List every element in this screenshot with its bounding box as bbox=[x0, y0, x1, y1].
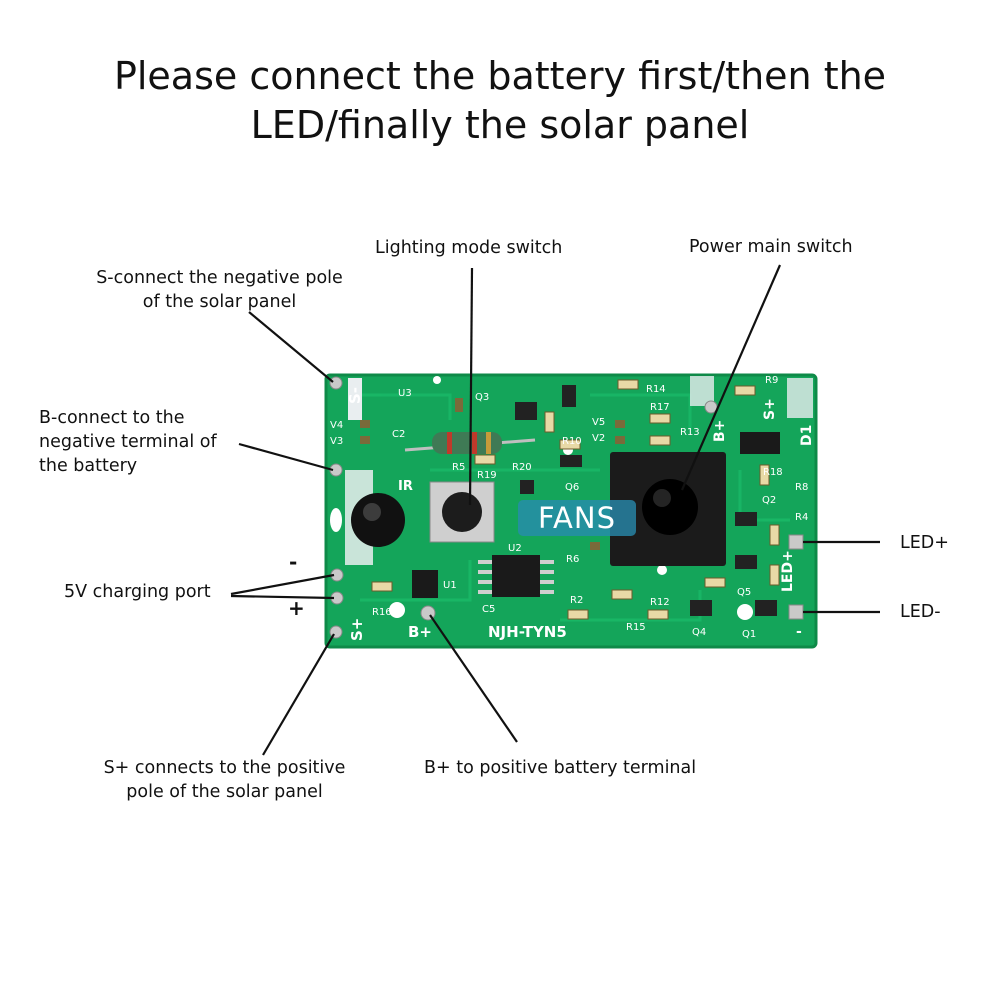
svg-text:R8: R8 bbox=[795, 482, 808, 493]
callout-lines bbox=[230, 264, 880, 756]
label-b-minus-line-3: the battery bbox=[39, 456, 138, 476]
label-s-minus-line-2: of the solar panel bbox=[142, 292, 297, 312]
label-power-main-switch: Power main switch bbox=[689, 237, 853, 257]
silk-ir: IR bbox=[398, 479, 413, 494]
callout-lighting-mode bbox=[468, 267, 474, 506]
silk-s-plus-left: S+ bbox=[348, 618, 366, 641]
svg-text:U1: U1 bbox=[443, 580, 457, 591]
page-title: Please connect the battery first/then th… bbox=[0, 52, 1000, 150]
silk-s-plus-top: S+ bbox=[762, 398, 778, 420]
silk-d1: D1 bbox=[799, 425, 815, 446]
label-s-minus-line-1: S-connect the negative pole bbox=[96, 268, 343, 288]
pad-led-plus bbox=[788, 534, 804, 550]
svg-text:V2: V2 bbox=[592, 433, 605, 444]
svg-text:R15: R15 bbox=[626, 622, 646, 633]
callout-charge-minus bbox=[230, 573, 335, 596]
power-main-switch bbox=[610, 452, 726, 566]
label-b-plus: B+ to positive battery terminal bbox=[424, 758, 697, 778]
svg-text:R5: R5 bbox=[452, 462, 465, 473]
lighting-mode-switch bbox=[429, 481, 495, 543]
svg-text:R16: R16 bbox=[372, 607, 392, 618]
svg-text:R12: R12 bbox=[650, 597, 670, 608]
label-b-minus-line-1: B-connect to the bbox=[39, 408, 185, 428]
svg-text:R10: R10 bbox=[562, 436, 582, 447]
svg-text:U3: U3 bbox=[398, 388, 412, 399]
label-s-plus-line-1: S+ connects to the positive bbox=[103, 758, 346, 778]
svg-text:Q1: Q1 bbox=[742, 629, 756, 640]
title-line-2: LED/finally the solar panel bbox=[250, 103, 750, 147]
svg-text:U2: U2 bbox=[508, 543, 522, 554]
svg-text:R14: R14 bbox=[646, 384, 666, 395]
silk-minus: - bbox=[796, 624, 802, 640]
svg-text:Q2: Q2 bbox=[762, 495, 776, 506]
svg-text:R4: R4 bbox=[795, 512, 808, 523]
svg-text:R19: R19 bbox=[477, 470, 497, 481]
svg-text:R6: R6 bbox=[566, 554, 579, 565]
ic-u2 bbox=[492, 555, 540, 597]
svg-text:C2: C2 bbox=[392, 429, 405, 440]
silk-s-minus: S- bbox=[346, 387, 364, 404]
pad-led-minus bbox=[788, 604, 804, 620]
callout-s-plus bbox=[262, 633, 335, 756]
label-s-minus: S-connect the negative pole of the solar… bbox=[82, 266, 357, 314]
svg-text:V3: V3 bbox=[330, 436, 343, 447]
pad-s-minus bbox=[329, 376, 343, 390]
label-led-plus: LED+ bbox=[900, 533, 949, 553]
silk-led-plus: LED+ bbox=[780, 550, 796, 592]
label-led-minus: LED- bbox=[900, 602, 941, 622]
svg-text:R18: R18 bbox=[763, 467, 783, 478]
label-charging-plus: + bbox=[288, 596, 305, 620]
label-s-plus: S+ connects to the positive pole of the … bbox=[82, 756, 367, 804]
svg-text:Q5: Q5 bbox=[737, 587, 751, 598]
svg-text:V5: V5 bbox=[592, 417, 605, 428]
svg-text:Q4: Q4 bbox=[692, 627, 706, 638]
svg-text:Q6: Q6 bbox=[565, 482, 579, 493]
svg-text:V4: V4 bbox=[330, 420, 343, 431]
ir-sensor bbox=[351, 493, 405, 547]
watermark-fans: FANS bbox=[518, 500, 636, 536]
svg-text:R17: R17 bbox=[650, 402, 670, 413]
svg-text:R2: R2 bbox=[570, 595, 583, 606]
callout-b-plus bbox=[429, 614, 518, 743]
silk-b-plus-top: B+ bbox=[712, 420, 728, 442]
ic-u1 bbox=[412, 570, 438, 598]
svg-text:R9: R9 bbox=[765, 375, 778, 386]
svg-text:C5: C5 bbox=[482, 604, 495, 615]
label-b-minus-line-2: negative terminal of bbox=[39, 432, 217, 452]
label-b-minus: B-connect to the negative terminal of th… bbox=[39, 406, 217, 478]
silk-model: NJH-TYN5 bbox=[488, 623, 567, 641]
label-charging-minus: - bbox=[289, 550, 298, 574]
callout-charge-plus bbox=[230, 594, 335, 600]
svg-text:Q3: Q3 bbox=[475, 392, 489, 403]
callout-b-minus bbox=[238, 442, 334, 472]
svg-text:R20: R20 bbox=[512, 462, 532, 473]
diode-d1 bbox=[740, 432, 780, 454]
label-charging-port: 5V charging port bbox=[64, 582, 211, 602]
title-line-1: Please connect the battery first/then th… bbox=[113, 54, 887, 98]
callout-s-minus bbox=[248, 311, 334, 383]
inductor bbox=[404, 432, 536, 454]
label-s-plus-line-2: pole of the solar panel bbox=[126, 782, 323, 802]
silk-b-plus-left: B+ bbox=[408, 623, 432, 641]
svg-text:R13: R13 bbox=[680, 427, 700, 438]
callout-power-main bbox=[680, 264, 782, 491]
label-lighting-mode-switch: Lighting mode switch bbox=[375, 238, 563, 258]
